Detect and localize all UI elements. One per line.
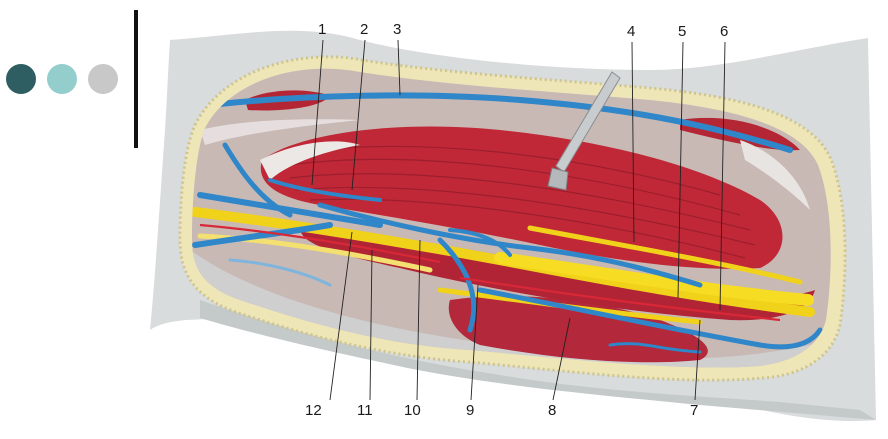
label-12: 12 xyxy=(305,402,322,419)
label-6: 6 xyxy=(720,23,729,40)
title-divider-line xyxy=(134,10,138,148)
dot-dark-teal xyxy=(6,64,36,94)
slide-decoration-dots xyxy=(6,64,118,96)
label-5: 5 xyxy=(678,23,687,40)
label-10: 10 xyxy=(404,402,421,419)
label-3: 3 xyxy=(393,21,402,38)
label-8: 8 xyxy=(548,402,557,419)
limb-skin-shade xyxy=(200,300,876,420)
dot-light-teal xyxy=(47,64,77,94)
label-2: 2 xyxy=(360,21,369,38)
label-7: 7 xyxy=(690,402,699,419)
dot-gray xyxy=(88,64,118,94)
label-9: 9 xyxy=(466,402,475,419)
surgical-retractor xyxy=(547,71,621,191)
label-leader-lines xyxy=(311,39,726,401)
label-4: 4 xyxy=(627,23,636,40)
main-muscle xyxy=(260,126,783,269)
label-11: 11 xyxy=(357,402,373,419)
label-1: 1 xyxy=(318,21,327,38)
